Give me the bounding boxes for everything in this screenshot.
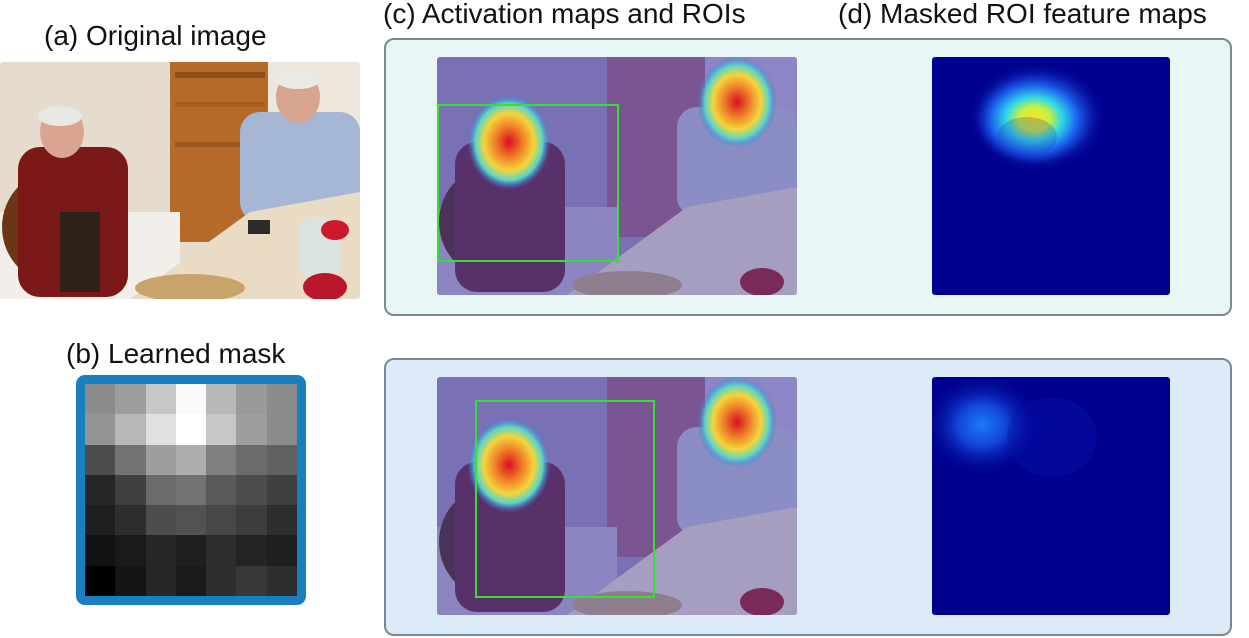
mask-cell xyxy=(266,384,297,415)
mask-cell xyxy=(266,535,297,566)
mask-cell xyxy=(206,474,237,506)
mask-cell xyxy=(175,565,207,596)
mask-cell xyxy=(85,414,116,445)
learned-mask-grid xyxy=(85,384,297,596)
mask-cell xyxy=(266,444,297,475)
mask-cell xyxy=(236,565,267,596)
mask-cell xyxy=(145,384,176,415)
mask-cell xyxy=(236,505,267,536)
mask-cell xyxy=(266,414,297,445)
mask-cell xyxy=(115,474,146,506)
mask-cell xyxy=(236,535,267,566)
mask-cell xyxy=(266,565,297,596)
label-activation-maps: (c) Activation maps and ROIs xyxy=(383,0,746,29)
mask-cell xyxy=(266,474,297,506)
mask-cell xyxy=(206,505,237,536)
mask-cell xyxy=(206,565,237,596)
mask-cell xyxy=(236,474,267,506)
mask-cell xyxy=(85,384,116,415)
mask-cell xyxy=(145,414,176,445)
mask-cell xyxy=(115,505,146,536)
mask-cell xyxy=(85,505,116,536)
label-masked-roi-feature-maps: (d) Masked ROI feature maps xyxy=(838,0,1207,29)
learned-mask-frame xyxy=(76,375,306,605)
mask-cell xyxy=(266,505,297,536)
activation-map-2 xyxy=(437,377,797,615)
mask-cell xyxy=(206,535,237,566)
mask-cell xyxy=(85,444,116,475)
mask-cell xyxy=(175,474,207,506)
mask-cell xyxy=(175,444,207,475)
roi-feature-map-2 xyxy=(932,377,1170,615)
mask-cell xyxy=(115,384,146,415)
label-learned-mask: (b) Learned mask xyxy=(66,338,286,369)
mask-cell xyxy=(175,505,207,536)
mask-cell xyxy=(145,474,176,506)
mask-cell xyxy=(145,444,176,475)
mask-cell xyxy=(236,414,267,445)
roi-box-1 xyxy=(437,104,619,262)
mask-cell xyxy=(115,414,146,445)
mask-cell xyxy=(175,384,207,415)
mask-cell xyxy=(206,444,237,475)
roi-box-2 xyxy=(475,400,655,598)
mask-cell xyxy=(85,474,116,506)
mask-cell xyxy=(206,414,237,445)
mask-cell xyxy=(115,444,146,475)
roi-feature-map-1 xyxy=(932,57,1170,295)
mask-cell xyxy=(115,535,146,566)
mask-cell xyxy=(85,535,116,566)
mask-cell xyxy=(175,414,207,445)
mask-cell xyxy=(206,384,237,415)
mask-cell xyxy=(236,444,267,475)
mask-cell xyxy=(236,384,267,415)
mask-cell xyxy=(145,505,176,536)
mask-cell xyxy=(175,535,207,566)
mask-cell xyxy=(85,565,116,596)
mask-cell xyxy=(115,565,146,596)
original-photo xyxy=(0,62,360,299)
mask-cell xyxy=(145,565,176,596)
activation-map-1 xyxy=(437,57,797,295)
label-original-image: (a) Original image xyxy=(44,20,267,51)
mask-cell xyxy=(145,535,176,566)
